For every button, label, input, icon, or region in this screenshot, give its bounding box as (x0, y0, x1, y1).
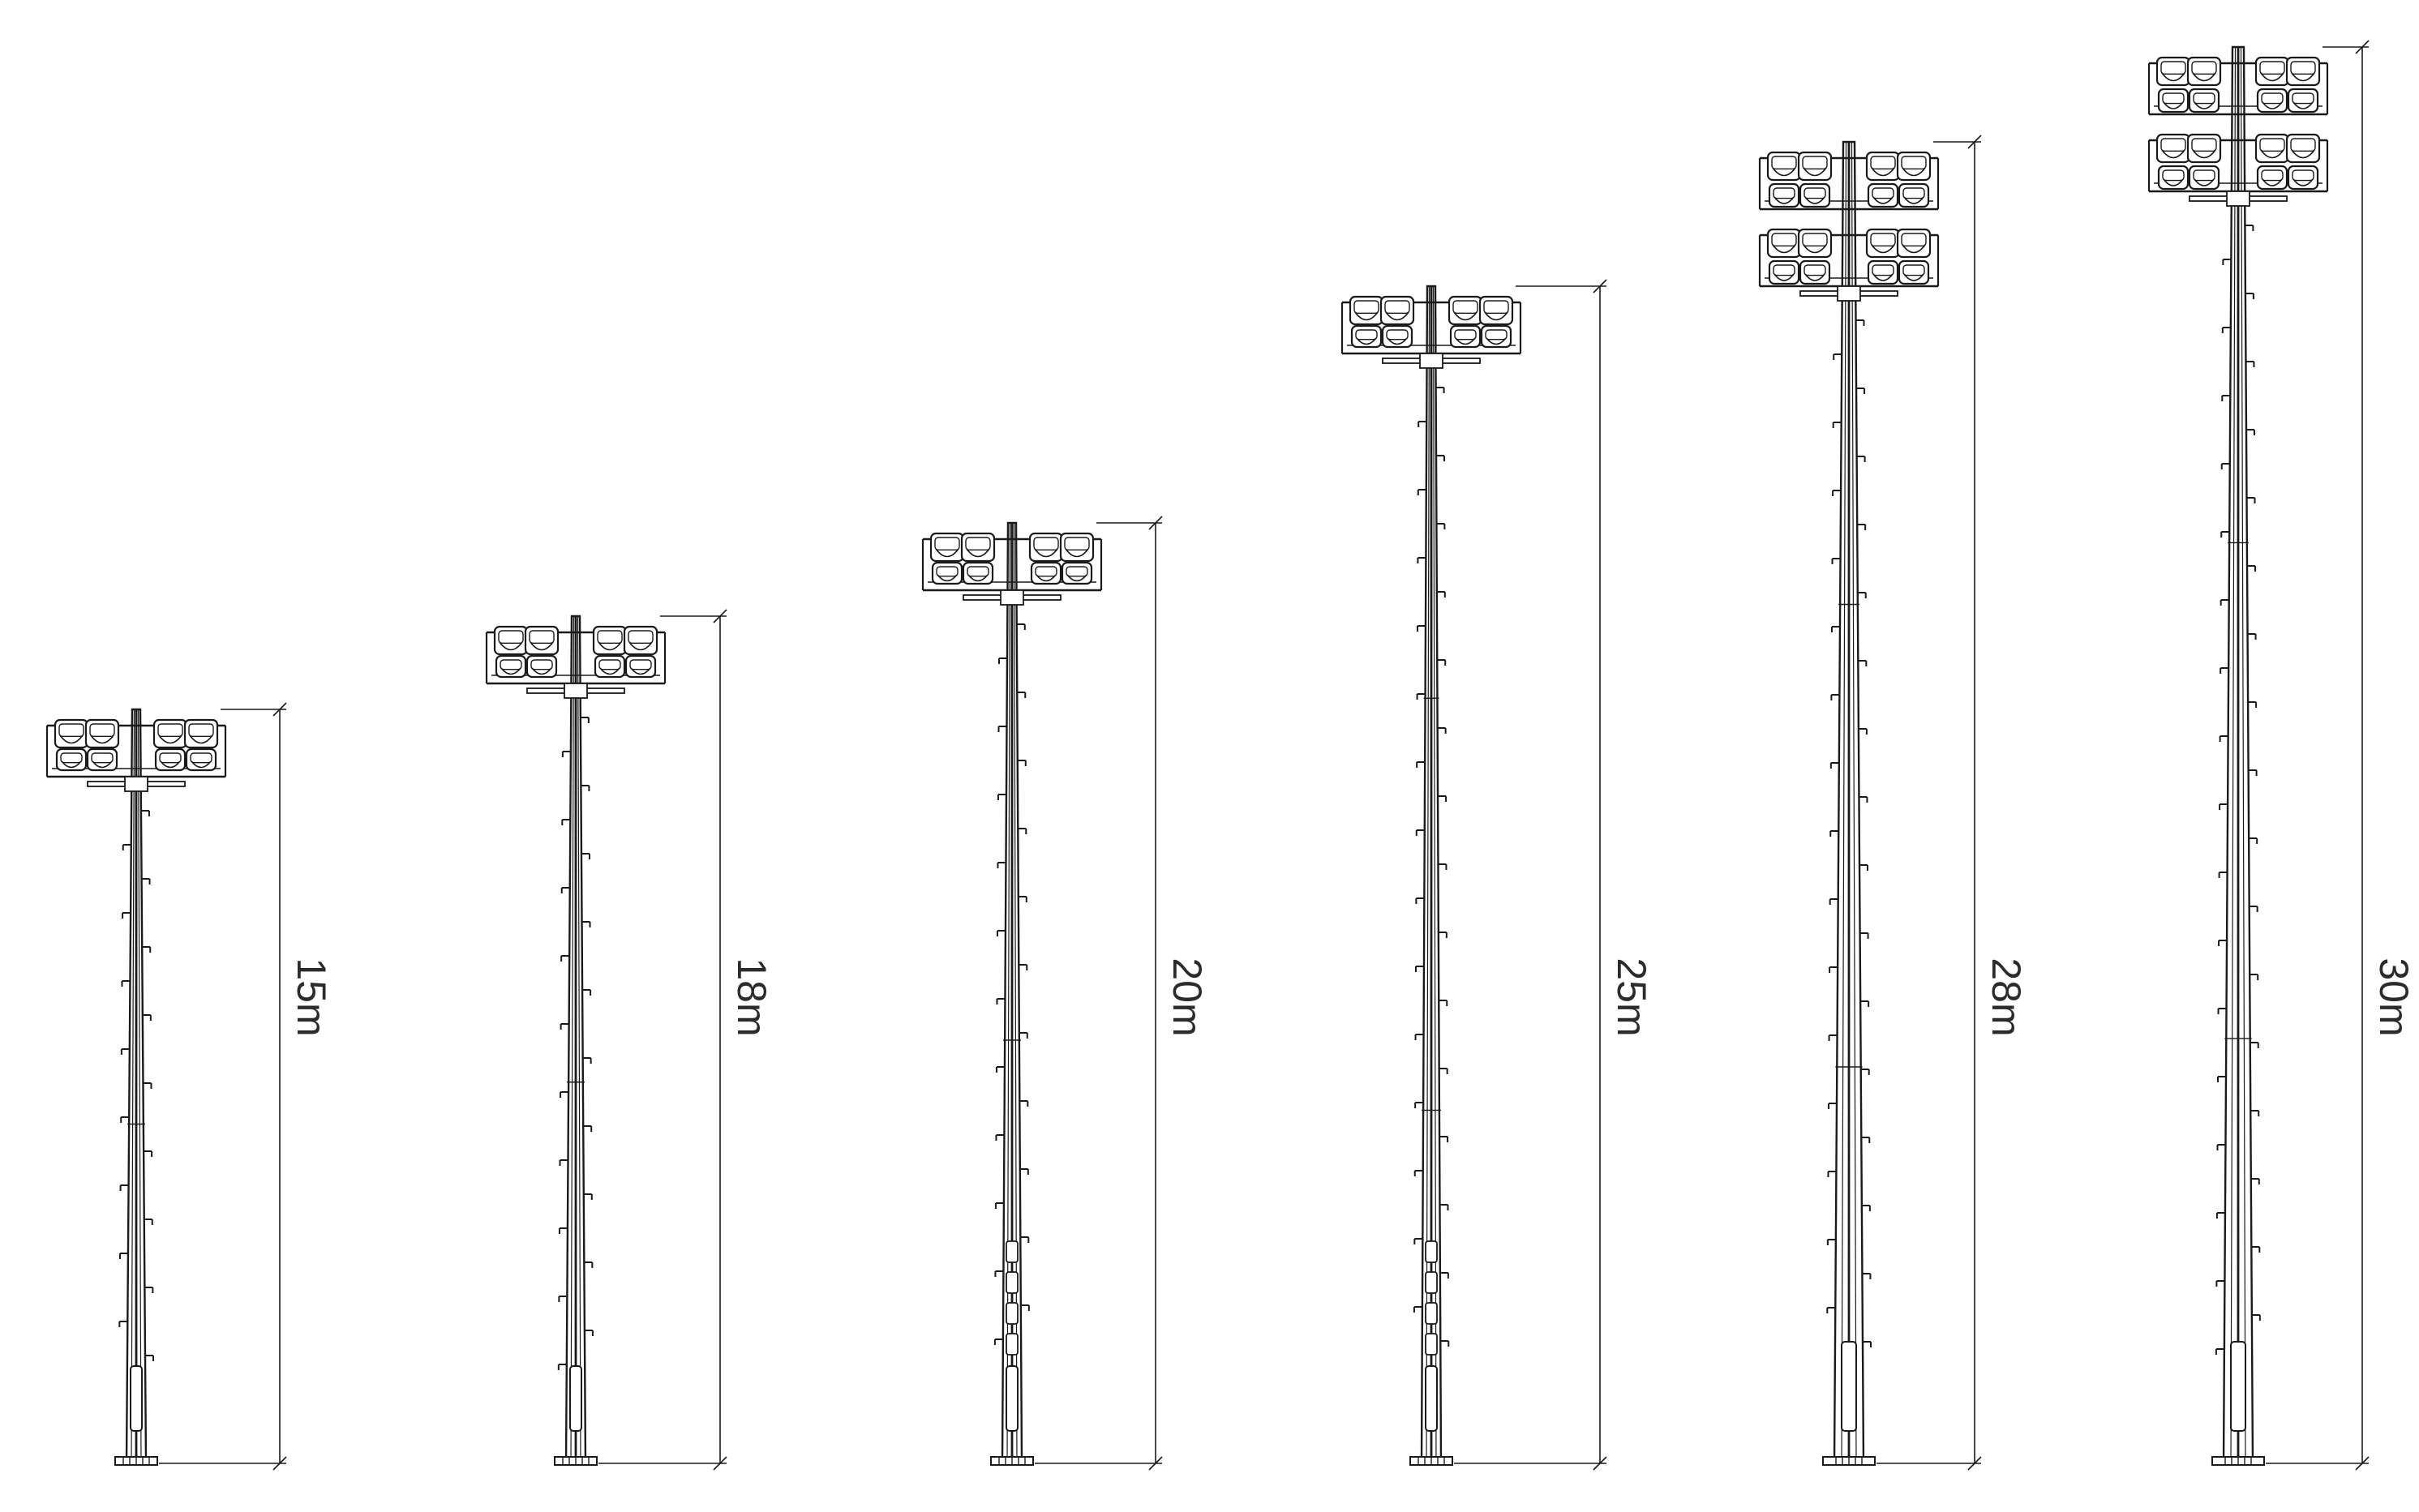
height-label: 18m (729, 957, 774, 1036)
floodlight-icon (84, 718, 120, 772)
floodlight-icon (152, 718, 188, 772)
access-door (1841, 1341, 1857, 1432)
climbing-steps (1413, 387, 1450, 1347)
height-dimension: 28m (1876, 135, 2029, 1471)
mast-25m: 25m (1340, 279, 1654, 1471)
floodlight-icon (2155, 56, 2191, 114)
mast-28m: 28m (1758, 135, 2029, 1471)
height-dimension: 18m (598, 609, 774, 1471)
floodlight-icon (623, 625, 658, 679)
height-dimension: 15m (159, 702, 334, 1471)
floodlight-icon (2285, 133, 2321, 191)
lamp-head (2147, 56, 2329, 207)
height-dimension: 30m (2266, 40, 2417, 1471)
floodlight-icon (1379, 295, 1415, 349)
floodlight-icon (1865, 228, 1901, 285)
mast-20m: 20m (921, 516, 1210, 1471)
floodlight-icon (54, 718, 89, 772)
height-label: 25m (1609, 957, 1654, 1036)
floodlight-icon (524, 625, 560, 679)
floodlight-icon (2155, 133, 2191, 191)
lamp-head (1758, 151, 1940, 302)
floodlight-icon (2254, 56, 2290, 114)
floodlight-icon (592, 625, 628, 679)
floodlight-icon (1896, 228, 1932, 285)
height-label: 20m (1164, 957, 1210, 1036)
height-dimension: 25m (1454, 279, 1654, 1471)
access-door (130, 1365, 143, 1432)
access-door (2230, 1341, 2246, 1432)
floodlight-icon (2186, 56, 2222, 114)
access-door (569, 1365, 582, 1432)
floodlight-icon (493, 625, 529, 679)
floodlight-icon (1797, 228, 1833, 285)
access-door (1425, 1365, 1438, 1432)
climbing-steps (1826, 319, 1872, 1347)
floodlight-icon (1349, 295, 1384, 349)
mast-15m: 15m (45, 702, 334, 1471)
lamp-head (921, 532, 1103, 606)
height-label: 30m (2371, 957, 2417, 1036)
climbing-steps (557, 717, 594, 1370)
floodlight-icon (1766, 228, 1802, 285)
floodlight-icon (1896, 151, 1932, 208)
floodlight-icon (1797, 151, 1833, 208)
climbing-steps (993, 623, 1030, 1345)
lamp-head (45, 718, 227, 792)
floodlight-icon (1448, 295, 1483, 349)
floodlight-icon (929, 532, 965, 585)
floodlight-icon (2186, 133, 2222, 191)
mast-18m: 18m (485, 609, 774, 1471)
lamp-head (1340, 295, 1522, 369)
floodlight-icon (1478, 295, 1514, 349)
mast-30m: 30m (2147, 40, 2417, 1471)
floodlight-icon (960, 532, 996, 585)
floodlight-icon (2285, 56, 2321, 114)
floodlight-icon (1766, 151, 1802, 208)
climbing-steps (118, 810, 154, 1361)
floodlight-icon (1028, 532, 1064, 585)
lamp-head (485, 625, 667, 699)
floodlight-icon (183, 718, 219, 772)
climbing-steps (2215, 225, 2261, 1355)
floodlight-icon (1059, 532, 1095, 585)
access-door (1006, 1365, 1019, 1432)
height-label: 15m (289, 957, 334, 1036)
height-dimension: 20m (1035, 516, 1210, 1471)
floodlight-icon (2254, 133, 2290, 191)
floodlight-icon (1865, 151, 1901, 208)
poles-layer: 15m 18m 20m 25m 28m 30m (45, 40, 2417, 1471)
height-label: 28m (1984, 957, 2029, 1036)
